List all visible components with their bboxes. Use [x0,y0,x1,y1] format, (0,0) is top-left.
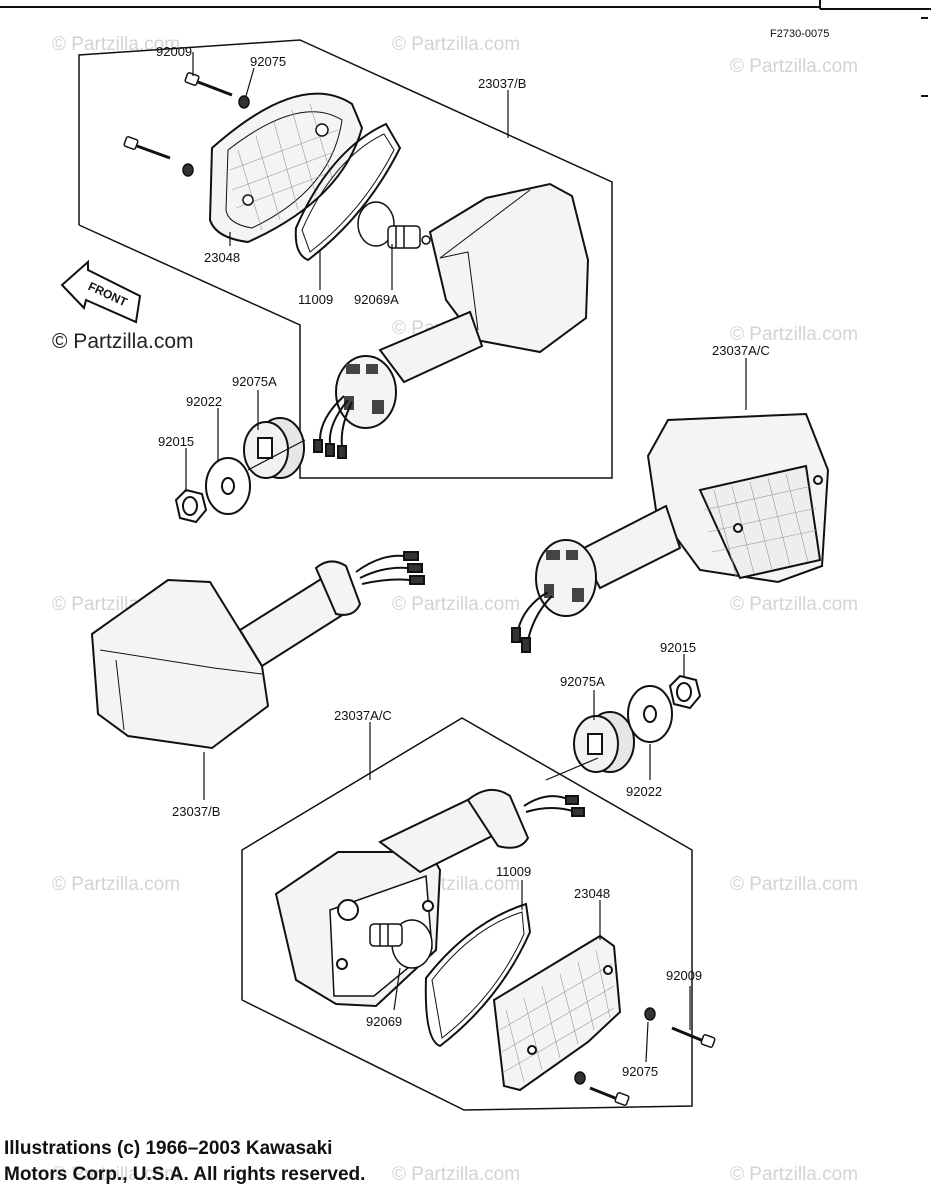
part-label-92009: 92009 [666,968,702,983]
washer-icon [205,457,251,515]
top-lens [208,92,364,244]
callout-lines [185,52,747,1063]
part-label-92015: 92015 [660,640,696,655]
part-label-11009: 11009 [298,292,333,307]
part-label-23048: 23048 [204,250,240,265]
leader-line [545,757,599,781]
washer-icon [627,685,673,743]
bulb-icon [357,201,431,249]
watermark-text: © Partzilla.com [730,324,858,345]
watermark-text: © Partzilla.com [730,874,858,895]
part-label-92015: 92015 [158,434,194,449]
part-label-92075a: 92075A [560,674,605,689]
part-label-23037a-c: 23037A/C [334,708,392,723]
copyright-line-2: Motors Corp., U.S.A. All rights reserved… [4,1164,366,1185]
bulb-icon [369,919,433,969]
part-label-92022: 92022 [186,394,222,409]
copyright-notice: Illustrations (c) 1966–2003 Kawasaki Mot… [4,1136,564,1188]
part-label-23037-b: 23037/B [478,76,526,91]
part-label-92009: 92009 [156,44,192,59]
gasket [424,902,532,1048]
wire-connectors [313,395,353,459]
washer-icon [182,95,250,177]
washer-icon [574,1007,656,1085]
watermark-text: © Partzilla.com [392,34,520,55]
watermark-text: © Partzilla.com [392,1164,520,1185]
watermark-text-dark: © Partzilla.com [52,330,194,353]
page-frame [0,0,931,97]
signal-housing [335,182,590,429]
part-label-92069a: 92069A [354,292,399,307]
watermark-text: © Partzilla.com [392,594,520,615]
part-label-92022: 92022 [626,784,662,799]
bottom-lens [492,934,622,1092]
part-label-11009: 11009 [496,864,531,879]
wire-connectors [355,551,425,585]
wire-connectors [523,795,585,817]
wire-connectors [511,591,553,653]
signal-housing [90,560,362,750]
watermark-text: © Partzilla.com [730,56,858,77]
part-label-92075: 92075 [622,1064,658,1079]
leader-line [247,439,306,471]
nut-icon [668,674,702,710]
part-label-92075: 92075 [250,54,286,69]
watermark-text: © Partzilla.com [730,1164,858,1185]
screw-icon [123,72,233,160]
grommet [573,711,635,773]
watermark-text: © Partzilla.com [52,874,180,895]
nut-icon [174,488,208,524]
part-label-23037-b: 23037/B [172,804,220,819]
figure-id: F2730-0075 [770,28,829,40]
front-arrow-icon: FRONT [60,259,142,324]
signal-housing [274,789,530,1008]
part-label-92069: 92069 [366,1014,402,1029]
watermark-text: © Partzilla.com [730,594,858,615]
screw-icon [589,1026,716,1106]
watermark-text: © Partzilla.com [52,1164,180,1185]
copyright-line-1: Illustrations (c) 1966–2003 Kawasaki [4,1138,333,1159]
bottom-assembly-outline [241,717,693,1111]
gasket [294,122,402,262]
top-assembly-outline [78,39,613,479]
part-label-23048: 23048 [574,886,610,901]
part-label-92075a: 92075A [232,374,277,389]
part-label-23037a-c: 23037A/C [712,343,770,358]
part-labels: 92009 92075 23037/B 23048 11009 92069A 9… [156,44,770,1079]
grommet [243,417,305,479]
signal-housing [535,412,830,617]
